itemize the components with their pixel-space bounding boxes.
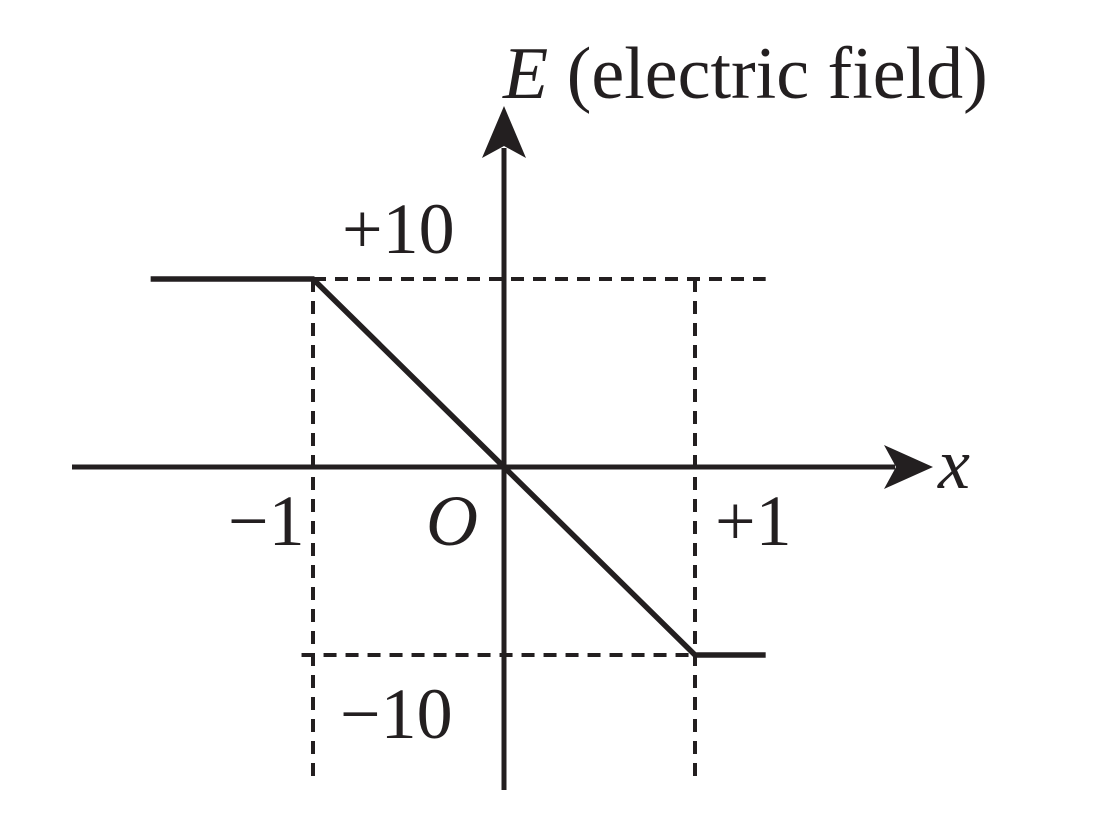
y-tick-labels: +10 −10 (340, 189, 455, 754)
y-axis-arrowhead-icon (482, 106, 526, 158)
x-tick-label-1: +1 (715, 481, 792, 561)
y-tick-label-1: −10 (340, 674, 453, 754)
y-axis-label: E (electric field) (502, 33, 988, 115)
series-group (150, 276, 766, 658)
series-line-0 (150, 276, 766, 658)
y-axis-description: (electric field) (567, 33, 988, 115)
origin-label: O (426, 481, 478, 561)
x-tick-labels: −1 +1 (228, 481, 792, 561)
labels: E (electric field) x O −1 +1 +10 −10 (228, 33, 988, 754)
axes (72, 106, 933, 790)
x-tick-label-0: −1 (228, 481, 305, 561)
y-axis-variable: E (502, 33, 548, 115)
y-tick-label-0: +10 (342, 189, 455, 269)
x-axis-label: x (937, 424, 970, 504)
dashed-guides (301, 277, 766, 778)
x-axis-arrowhead-icon (884, 445, 933, 489)
